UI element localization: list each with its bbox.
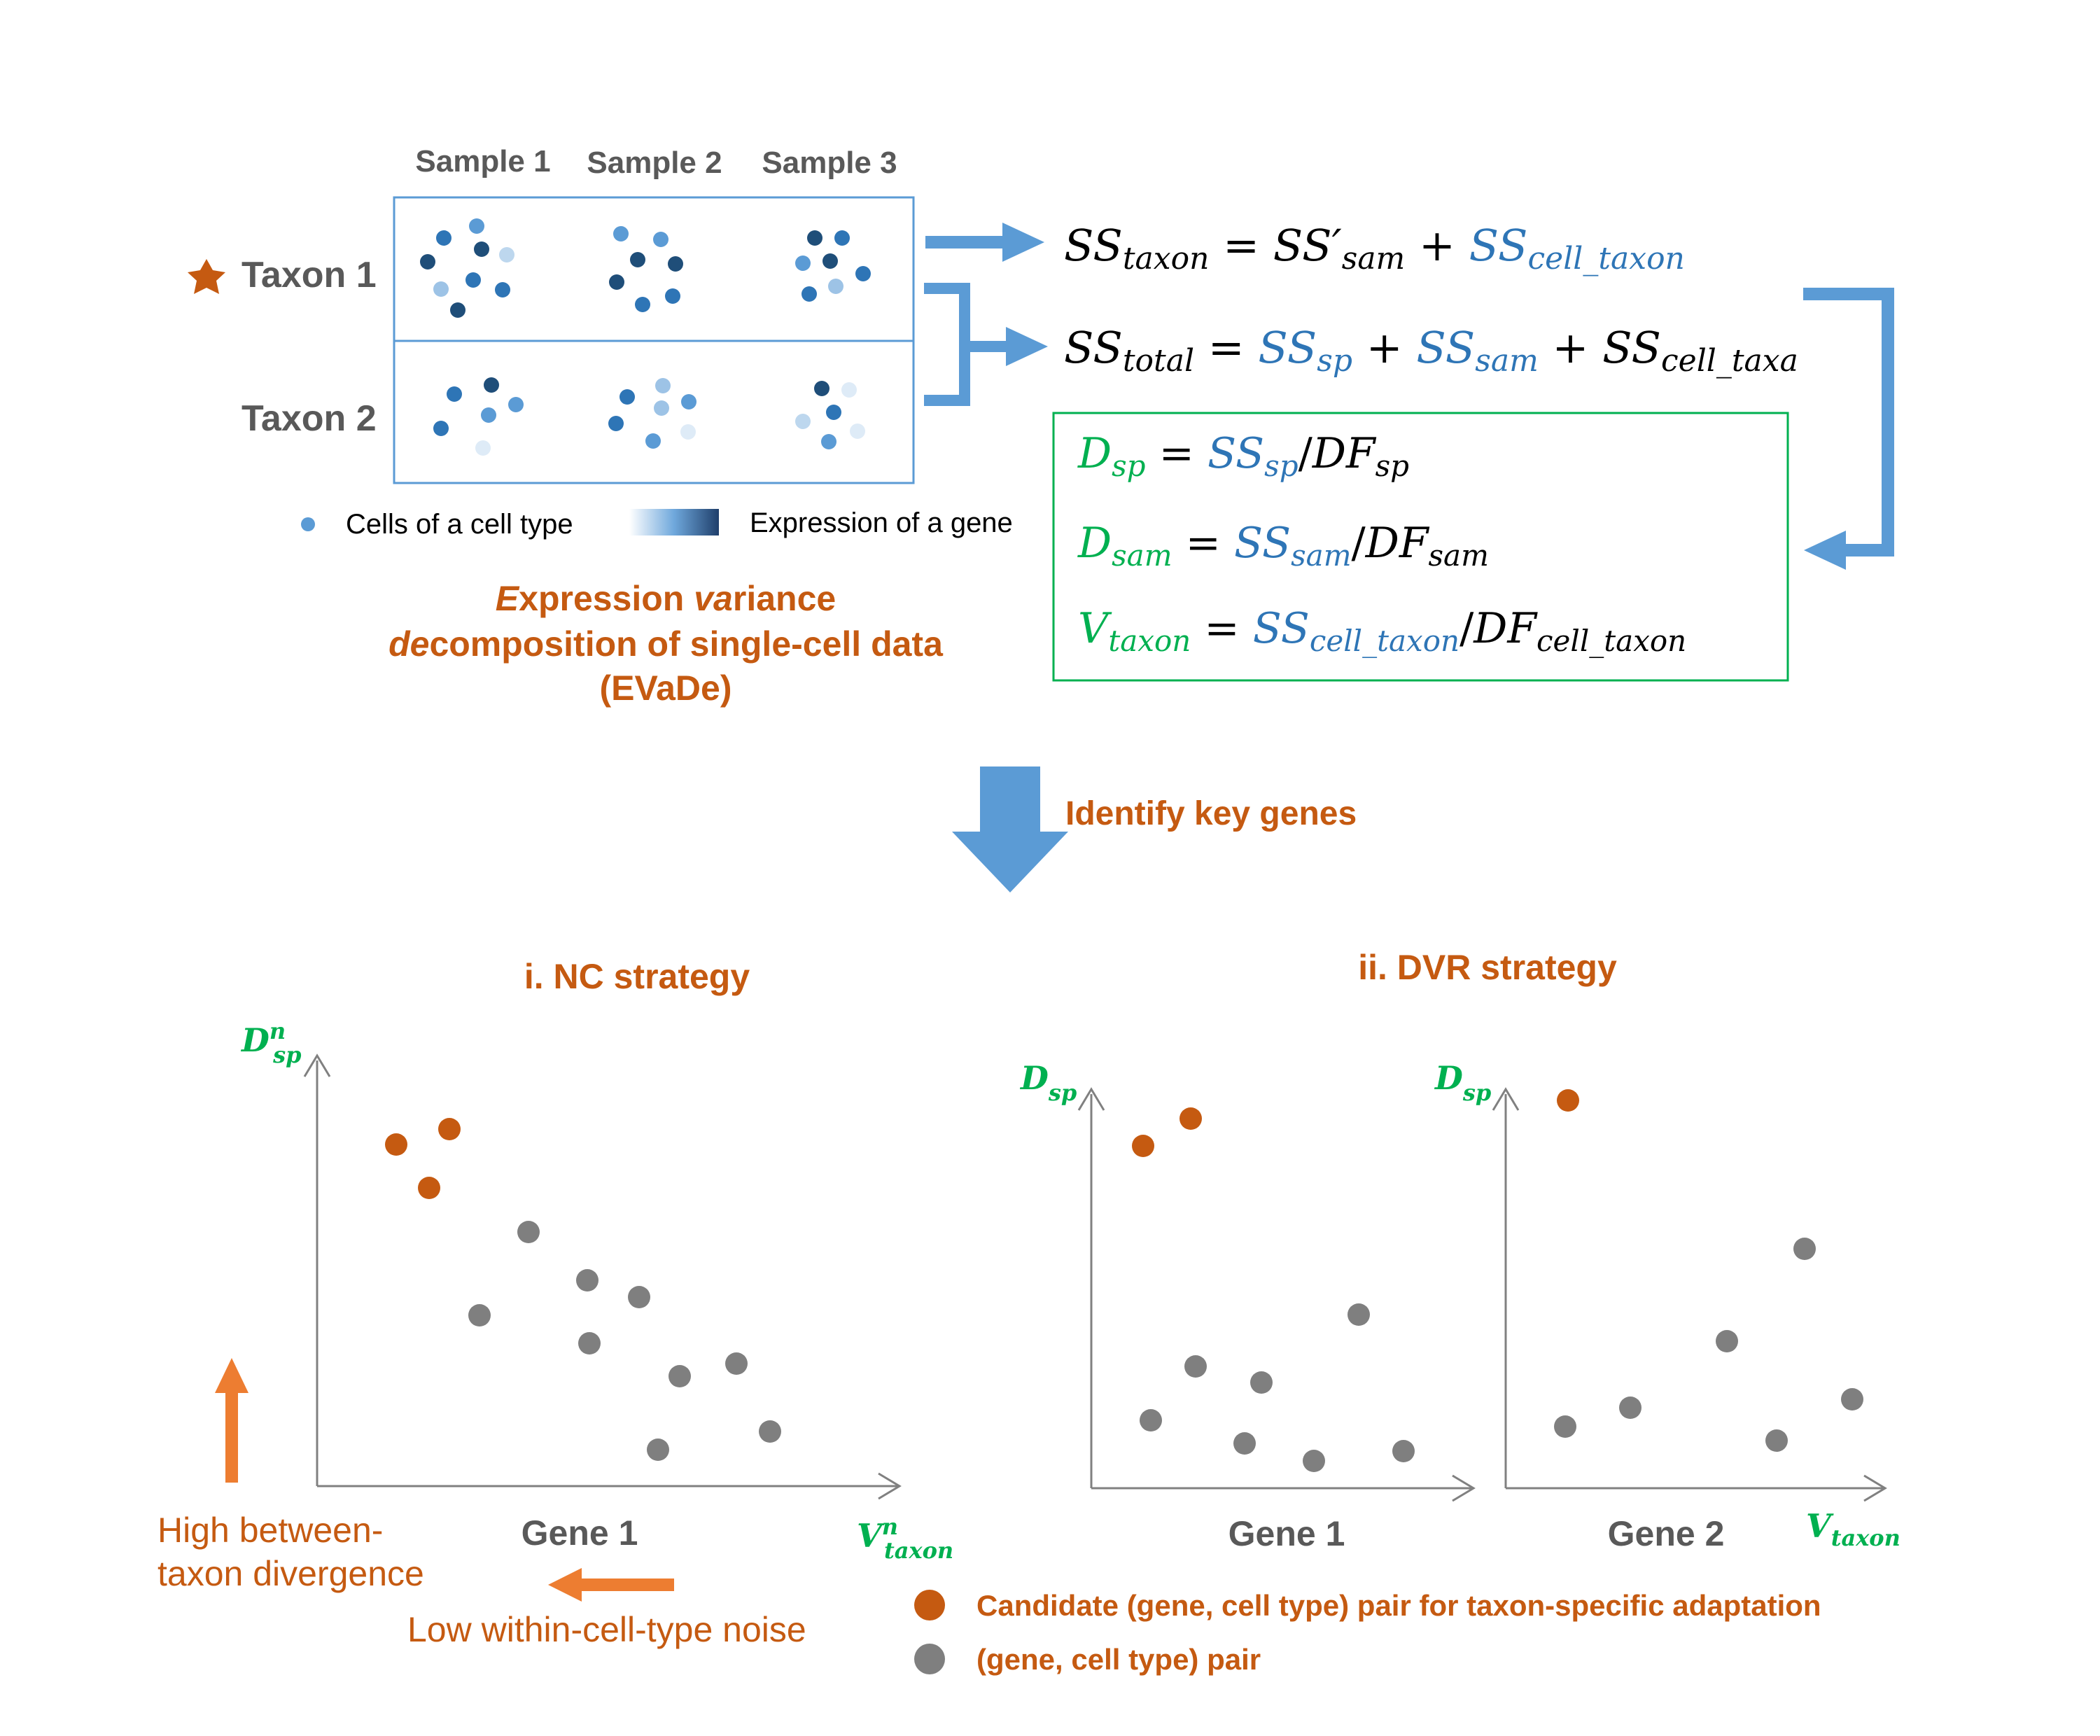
arrow-to-definitions — [1803, 288, 1894, 570]
dvr-x-axis-label: Vtaxon — [1806, 1507, 1900, 1551]
up-arrow-orange — [215, 1358, 248, 1483]
nc-pair-point — [628, 1286, 650, 1308]
dvr-pair-point — [1233, 1432, 1256, 1455]
method-title-line-1: Expression variance — [496, 579, 836, 618]
nc-gene-label: Gene 1 — [522, 1513, 638, 1553]
dvr-pair-point — [1765, 1429, 1788, 1452]
nc-pair-point — [576, 1269, 598, 1292]
dvr-gene-1-y-axis-label: Dsp — [1019, 1059, 1077, 1106]
taxon-2-label: Taxon 2 — [241, 398, 377, 439]
nc-candidate-point — [385, 1133, 407, 1156]
equation-d-sp: Dsp = SSsp/DFsp — [1077, 429, 1409, 483]
dvr-pair-point — [1184, 1355, 1207, 1378]
sample-3-label: Sample 3 — [762, 146, 897, 180]
nc-candidate-point — [438, 1118, 461, 1140]
taxon-2-box — [393, 340, 915, 484]
left-arrow-orange — [548, 1568, 674, 1602]
dvr-gene-1-points — [1132, 1107, 1415, 1472]
high-divergence-label-line-2: taxon divergence — [158, 1554, 424, 1593]
sample-headers: Sample 1 Sample 2 Sample 3 — [415, 144, 897, 180]
sample-1-label: Sample 1 — [415, 144, 550, 178]
arrow-to-eq1 — [925, 223, 1044, 262]
equation-v-taxon: Vtaxon = SScell_taxon/DFcell_taxon — [1078, 604, 1686, 658]
method-title-line-3: (EVaDe) — [600, 668, 732, 708]
taxon-1-cells — [420, 218, 871, 318]
sample-2-label: Sample 2 — [587, 146, 722, 180]
low-noise-label: Low within-cell-type noise — [407, 1610, 806, 1649]
nc-pair-point — [725, 1352, 748, 1375]
dvr-pair-point — [1619, 1396, 1642, 1419]
equation-d-sam: Dsam = SSsam/DFsam — [1077, 519, 1489, 573]
bracket-arrow-to-eq2 — [924, 283, 1048, 406]
dvr-gene-1-label: Gene 1 — [1228, 1514, 1345, 1553]
dvr-pair-point — [1841, 1388, 1863, 1410]
dvr-candidate-point — [1132, 1135, 1154, 1157]
nc-pair-point — [517, 1221, 540, 1243]
nc-pair-point — [759, 1420, 781, 1443]
dvr-gene-1-axes — [1077, 1087, 1476, 1502]
cell-legend-dot — [301, 517, 315, 531]
pair-legend-dot — [914, 1644, 945, 1674]
dvr-pair-point — [1348, 1303, 1370, 1326]
equation-ss-total: SStotal = SSsp + SSsam + SScell_taxa — [1064, 322, 1798, 379]
nc-axes — [303, 1054, 902, 1500]
dvr-gene-2-y-axis-label: Dsp — [1434, 1059, 1491, 1106]
dvr-pair-point — [1793, 1238, 1816, 1260]
nc-strategy-title: i. NC strategy — [524, 957, 750, 996]
dvr-strategy-title: ii. DVR strategy — [1358, 948, 1617, 987]
down-arrow — [952, 766, 1068, 892]
candidate-legend-dot — [914, 1590, 945, 1620]
taxon-2-cells — [433, 377, 865, 456]
expression-gradient-bar — [629, 509, 719, 536]
candidate-legend-label: Candidate (gene, cell type) pair for tax… — [976, 1589, 1821, 1622]
nc-pair-point — [647, 1438, 669, 1461]
nc-pair-point — [468, 1304, 491, 1326]
method-title-line-2: decomposition of single-cell data — [388, 624, 944, 664]
definitions-box — [1052, 412, 1789, 682]
identify-key-genes-label: Identify key genes — [1065, 795, 1357, 832]
dvr-candidate-point — [1557, 1089, 1579, 1112]
cell-legend-label: Cells of a cell type — [346, 509, 573, 540]
equation-ss-taxon: SStaxon = SS′sam + SScell_taxon — [1064, 220, 1685, 276]
pair-legend-label: (gene, cell type) pair — [976, 1643, 1261, 1676]
dvr-gene-2-points — [1554, 1089, 1863, 1452]
nc-candidate-point — [418, 1177, 440, 1199]
nc-pair-point — [668, 1365, 691, 1387]
dvr-pair-point — [1554, 1415, 1576, 1438]
dvr-gene-2-axes — [1492, 1087, 1887, 1502]
high-divergence-label-line-1: High between- — [158, 1511, 383, 1550]
expression-legend-label: Expression of a gene — [750, 507, 1013, 538]
nc-pair-point — [578, 1332, 601, 1354]
dvr-pair-point — [1303, 1450, 1325, 1472]
dvr-candidate-point — [1180, 1107, 1202, 1130]
dvr-pair-point — [1392, 1440, 1415, 1462]
taxon-1-label: Taxon 1 — [241, 255, 377, 295]
dvr-pair-point — [1140, 1409, 1162, 1432]
star-icon — [188, 259, 225, 294]
nc-points — [385, 1118, 781, 1461]
dvr-pair-point — [1250, 1371, 1273, 1394]
dvr-pair-point — [1716, 1330, 1738, 1352]
dvr-gene-2-label: Gene 2 — [1608, 1514, 1725, 1553]
taxon-1-box — [393, 196, 915, 342]
